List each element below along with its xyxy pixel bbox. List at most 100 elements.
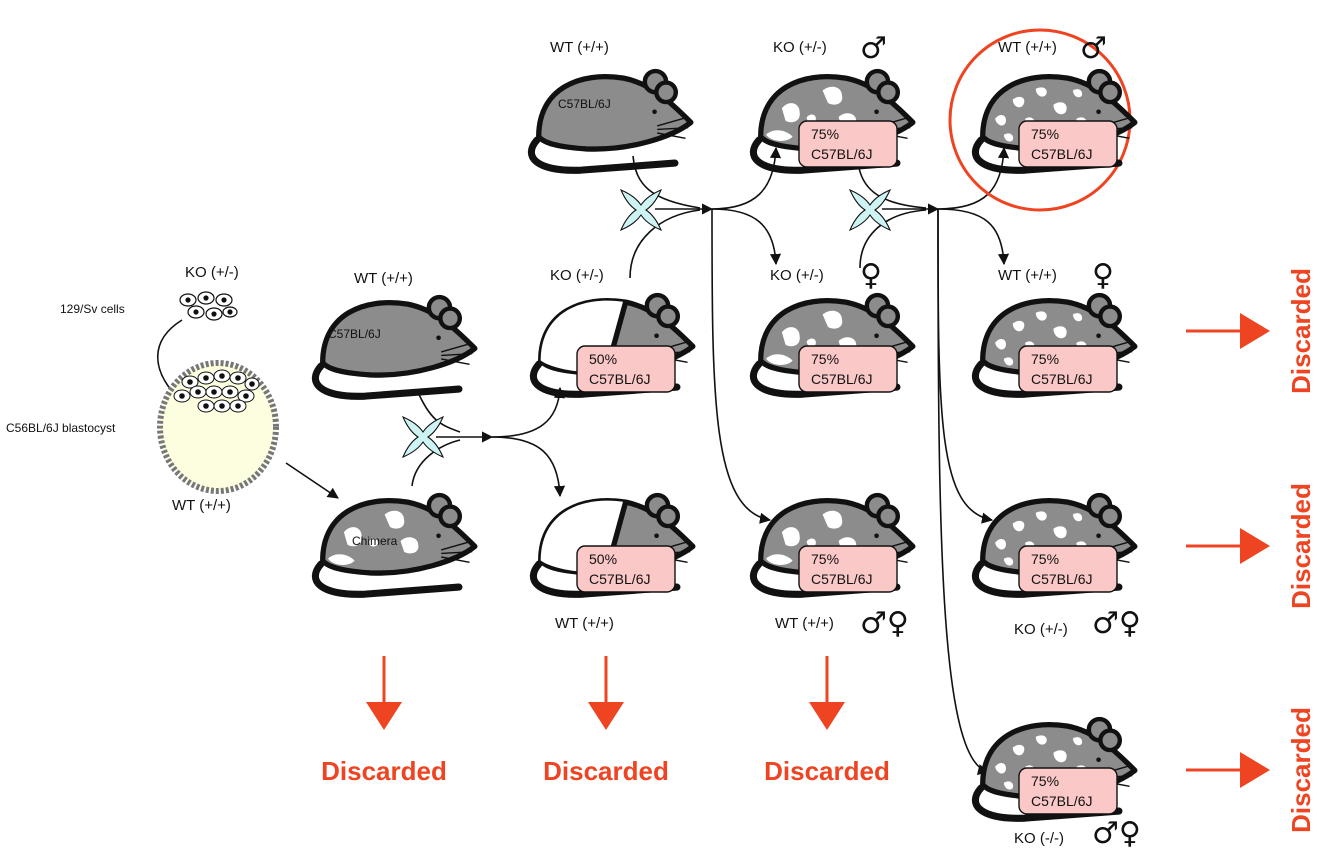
percent-label: 75%: [1031, 351, 1059, 367]
percent-label: 75%: [811, 551, 839, 567]
discard-arrowhead-icon: [588, 702, 624, 730]
discard-arrowhead-icon: [1240, 313, 1270, 349]
strain-badge: 75% C57BL/6J: [798, 345, 898, 393]
discard-gen2: Discarded: [764, 656, 890, 786]
strain-badge: 75% C57BL/6J: [1018, 545, 1118, 593]
genotype-label: WT (+/+): [354, 270, 413, 287]
male-female-symbol: ♂♀: [1092, 816, 1141, 849]
cross3-arrow-mid: [937, 208, 1010, 266]
cross1-line-bottom: [411, 439, 461, 487]
percent-label: 50%: [589, 351, 617, 367]
genotype-label: KO (+/-): [773, 39, 827, 56]
discarded-label: Discarded: [543, 756, 669, 786]
strain-label: Chimera: [352, 534, 398, 548]
genotype-label: WT (+/+): [775, 615, 834, 632]
genotype-label: KO (+/-): [770, 267, 824, 284]
cross2-arrow-down: [711, 208, 772, 524]
mouse-gen1-wt-parent: WT (+/+) C57BL/6J: [531, 39, 690, 170]
male-female-symbol: ♂♀: [1092, 606, 1141, 641]
strain-label: C57BL/6J: [1031, 793, 1092, 809]
mouse-gen0-wt: WT (+/+) C57BL/6J: [315, 270, 474, 396]
cross1-line-top: [416, 389, 461, 433]
strain-label: C57BL/6J: [558, 97, 611, 111]
strain-label: C57BL/6J: [589, 571, 650, 587]
genotype-label: KO (-/-): [1014, 830, 1064, 847]
discarded-label: Discarded: [1286, 707, 1316, 833]
cross3-arrow-bottom: [937, 208, 990, 775]
cross1-arrow-down: [491, 436, 566, 498]
strain-badge: 75% C57BL/6J: [1018, 767, 1118, 815]
mouse-gen1-wt: 50% C57BL/6J WT (+/+): [533, 495, 692, 632]
discarded-label: Discarded: [321, 756, 447, 786]
male-symbol: ♂: [860, 31, 887, 66]
mouse-gen2-ko-female: KO (+/-) ♀ 75% C57BL/6J: [753, 258, 912, 394]
discard-gen3-female: Discarded: [1186, 268, 1316, 394]
transfer-arrow: [285, 462, 339, 499]
cross2-arrow-up: [711, 146, 782, 210]
discard-arrowhead-icon: [366, 702, 402, 730]
strain-label: C57BL/6J: [328, 327, 381, 341]
blastocyst: C56BL/6J blastocyst WT (+/+): [6, 360, 279, 514]
strain-badge: 75% C57BL/6J: [798, 545, 898, 593]
inner-cell-mass: [173, 369, 260, 413]
male-female-symbol: ♂♀: [860, 606, 909, 641]
percent-label: 75%: [811, 126, 839, 142]
percent-label: 50%: [589, 551, 617, 567]
es-cells: KO (+/-) 129/Sv cells: [60, 264, 239, 401]
cross2-arrow-mid: [711, 208, 782, 266]
strain-badge: 75% C57BL/6J: [1018, 345, 1118, 393]
female-symbol: ♀: [1092, 258, 1114, 293]
discard-gen0: Discarded: [321, 656, 447, 786]
strain-label: C57BL/6J: [811, 571, 872, 587]
cells-genotype-label: KO (+/-): [185, 264, 239, 281]
cells-strain-label: 129/Sv cells: [60, 302, 125, 316]
discard-gen1: Discarded: [543, 656, 669, 786]
cross3-line-top: [858, 167, 927, 209]
percent-label: 75%: [1031, 551, 1059, 567]
cross2-line-bottom: [629, 209, 701, 279]
mouse-gen1-ko: KO (+/-) 50% C57BL/6J: [533, 267, 692, 394]
discard-gen3-hom: Discarded: [1186, 707, 1316, 833]
strain-badge: 50% C57BL/6J: [576, 345, 676, 393]
mouse-gen0-chimera: Chimera: [315, 495, 474, 594]
strain-badge: 75% C57BL/6J: [1018, 120, 1118, 168]
discarded-label: Discarded: [1286, 268, 1316, 394]
cross-icon: [620, 189, 662, 231]
mouse-gen2-ko-male: KO (+/-) ♂ 75% C57BL/6J: [753, 31, 912, 170]
percent-label: 75%: [1031, 126, 1059, 142]
cross-icon: [849, 189, 891, 231]
strain-label: C57BL/6J: [589, 371, 650, 387]
mouse-icon: [531, 71, 690, 170]
genotype-label: WT (+/+): [998, 39, 1057, 56]
discard-arrowhead-icon: [1240, 752, 1270, 788]
percent-label: 75%: [811, 351, 839, 367]
mouse-gen3-wt-male: WT (+/+) ♂ 75% C57BL/6J: [975, 31, 1134, 170]
male-symbol: ♂: [1080, 31, 1107, 66]
genotype-label: WT (+/+): [550, 39, 609, 56]
mouse-gen3-wt-female: WT (+/+) ♀ 75% C57BL/6J: [975, 258, 1134, 394]
strain-label: C57BL/6J: [1031, 371, 1092, 387]
blastocyst-label: C56BL/6J blastocyst: [6, 421, 116, 435]
strain-badge: 50% C57BL/6J: [576, 545, 676, 593]
percent-label: 75%: [1031, 773, 1059, 789]
mouse-icon: [315, 297, 474, 396]
cross1-arrow-up: [491, 386, 565, 438]
strain-label: C57BL/6J: [1031, 146, 1092, 162]
discarded-label: Discarded: [1286, 483, 1316, 609]
genotype-label: KO (+/-): [550, 267, 604, 284]
genotype-label: WT (+/+): [555, 615, 614, 632]
discard-arrowhead-icon: [1240, 528, 1270, 564]
mouse-gen3-hom: 75% C57BL/6J KO (-/-) ♂♀: [975, 719, 1141, 849]
strain-label: C57BL/6J: [811, 146, 872, 162]
female-symbol: ♀: [860, 258, 882, 293]
strain-label: C57BL/6J: [811, 371, 872, 387]
mouse-gen3-het: 75% C57BL/6J KO (+/-) ♂♀: [975, 495, 1141, 641]
genotype-label: WT (+/+): [998, 267, 1057, 284]
genotype-label: KO (+/-): [1014, 621, 1068, 638]
cross3-line-bottom: [859, 209, 927, 269]
cross2-line-top: [632, 155, 701, 209]
discard-arrowhead-icon: [809, 702, 845, 730]
strain-badge: 75% C57BL/6J: [798, 120, 898, 168]
mouse-gen2-wt: 75% C57BL/6J WT (+/+) ♂♀: [753, 495, 912, 641]
